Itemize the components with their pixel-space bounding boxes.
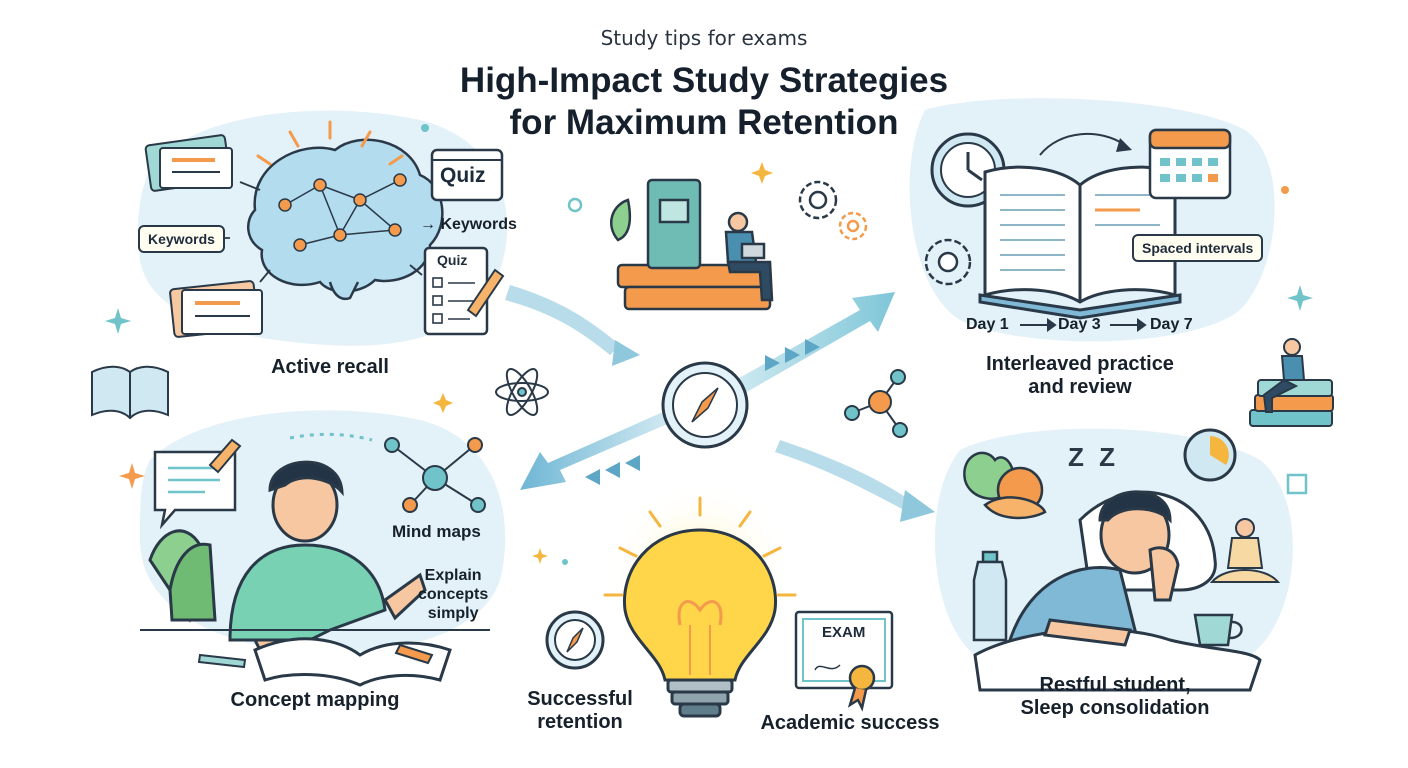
flow-arrows xyxy=(505,285,935,522)
active-recall-label: Active recall xyxy=(271,356,389,378)
student-on-books-icon xyxy=(1249,338,1334,427)
mind-maps-label: Mind maps xyxy=(392,522,481,541)
explain-line-1: Explain xyxy=(424,567,482,584)
title-line-2: for Maximum Retention xyxy=(509,103,899,142)
explain-line-3: simply xyxy=(427,605,479,622)
molecule-icon xyxy=(844,369,908,438)
quiz-window xyxy=(430,148,504,202)
note-cards xyxy=(144,134,263,338)
meditation-icon xyxy=(1209,518,1281,583)
cycle-arrow xyxy=(1039,132,1126,156)
title-line-1: High-Impact Study Strategies xyxy=(459,61,949,100)
day-1-label: Day 1 xyxy=(966,316,1009,333)
mind-map-nodes xyxy=(384,437,486,513)
recall-arrows xyxy=(212,181,423,283)
quiz-checklist-label: Quiz xyxy=(437,252,468,268)
concept-mapping-label: Concept mapping xyxy=(230,689,400,711)
rest-line-1: Restful student, xyxy=(1039,674,1191,696)
clock-small-icon xyxy=(1183,428,1237,482)
interleaved-label: Interleaved practice and review xyxy=(955,353,1205,399)
stationery-icons xyxy=(197,643,434,669)
interleaved-label-line-2: and review xyxy=(1028,376,1132,398)
interleaved-label-line-1: Interleaved practice xyxy=(986,353,1174,375)
explain-concepts-label: Explain concepts simply xyxy=(418,566,488,623)
open-book-small-icon xyxy=(91,365,169,420)
keywords-arrow-label: → Keywords xyxy=(420,216,517,233)
page-title: High-Impact Study Strategies for Maximum… xyxy=(0,60,1408,144)
academic-success-label: Academic success xyxy=(760,712,940,734)
day-arrows xyxy=(1020,318,1147,332)
gear-icon xyxy=(924,238,972,286)
pencil-icon xyxy=(208,438,242,474)
student-writing-icon xyxy=(140,460,490,687)
quiz-window-label: Quiz xyxy=(440,164,486,187)
retention-line-2: retention xyxy=(537,711,623,733)
books-student-icon xyxy=(609,178,774,311)
compass-small-icon xyxy=(545,610,605,670)
lightbulb-icon xyxy=(603,496,797,718)
day-7-label: Day 7 xyxy=(1150,316,1193,333)
successful-retention-label: Successful retention xyxy=(510,688,650,734)
restful-student-label: Restful student, Sleep consolidation xyxy=(995,674,1235,720)
brain-icon xyxy=(247,120,444,301)
explain-line-2: concepts xyxy=(418,586,489,603)
bottle-icon xyxy=(972,550,1008,642)
compass-icon xyxy=(661,361,749,449)
rest-line-2: Sleep consolidation xyxy=(1020,697,1210,719)
atom-icon xyxy=(495,368,549,416)
gear-icon xyxy=(798,180,868,241)
retention-line-1: Successful xyxy=(527,688,633,710)
page-subtitle: Study tips for exams xyxy=(600,26,808,50)
certificate-label: EXAM xyxy=(822,624,866,641)
pencil-icon xyxy=(466,268,505,318)
keywords-card: Keywords xyxy=(138,225,225,253)
food-icon xyxy=(963,451,1047,520)
spaced-intervals-bubble: Spaced intervals xyxy=(1132,234,1264,262)
zzz-label: Z Z xyxy=(1068,442,1119,472)
calendar-icon xyxy=(1148,128,1232,200)
decorative-sparkles xyxy=(105,124,1313,565)
sleeping-student-icon xyxy=(973,490,1262,692)
mug-icon xyxy=(1193,613,1243,647)
day-3-label: Day 3 xyxy=(1058,316,1101,333)
open-book-icon xyxy=(978,165,1182,320)
certificate-icon xyxy=(794,610,894,712)
